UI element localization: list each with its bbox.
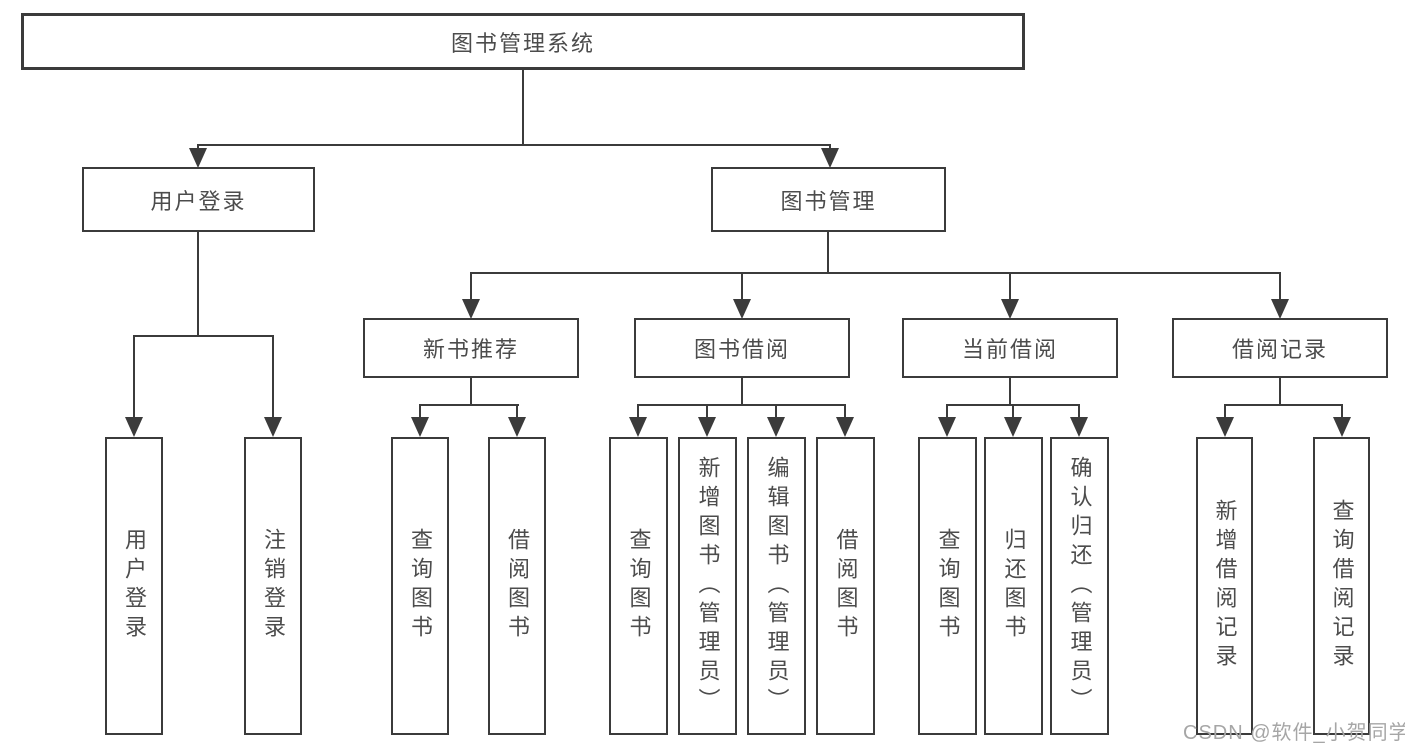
connector-line — [133, 335, 274, 337]
leaf-label: 查询图书 — [626, 528, 652, 644]
connector-line — [419, 404, 519, 406]
node-library-system: 图书管理系统 — [21, 13, 1025, 70]
arrowhead-down-icon — [508, 417, 526, 437]
connector-line — [133, 335, 135, 421]
arrowhead-down-icon — [125, 417, 143, 437]
leaf-add-borrow-record: 新增借阅记录 — [1196, 437, 1253, 735]
connector-line — [775, 404, 777, 422]
connector-line — [197, 144, 831, 146]
leaf-query-books-current: 查询图书 — [918, 437, 977, 735]
connector-line — [1279, 272, 1281, 300]
leaf-label: 借阅图书 — [505, 528, 530, 644]
connector-line — [516, 404, 518, 422]
leaf-label: 用户登录 — [122, 528, 147, 644]
arrowhead-down-icon — [1001, 299, 1019, 319]
connector-line — [470, 272, 1281, 274]
arrowhead-down-icon — [733, 299, 751, 319]
node-borrow-records: 借阅记录 — [1172, 318, 1388, 378]
connector-line — [741, 378, 743, 406]
arrowhead-down-icon — [698, 417, 716, 437]
connector-line — [419, 404, 421, 422]
leaf-label: 查询图书 — [935, 528, 961, 644]
leaf-borrow-books: 借阅图书 — [816, 437, 875, 735]
connector-line — [1078, 404, 1080, 422]
leaf-borrow-books-recommend: 借阅图书 — [488, 437, 546, 735]
connector-line — [827, 232, 829, 274]
leaf-user-login: 用户登录 — [105, 437, 163, 735]
arrowhead-down-icon — [938, 417, 956, 437]
connector-line — [1012, 404, 1014, 422]
arrowhead-down-icon — [1216, 417, 1234, 437]
arrowhead-down-icon — [1004, 417, 1022, 437]
connector-line — [522, 70, 524, 144]
connector-line — [637, 404, 639, 422]
connector-line — [844, 404, 846, 422]
node-new-book-recommend: 新书推荐 — [363, 318, 579, 378]
connector-line — [470, 272, 472, 300]
arrowhead-down-icon — [821, 148, 839, 168]
arrowhead-down-icon — [189, 148, 207, 168]
arrowhead-down-icon — [629, 417, 647, 437]
connector-line — [272, 335, 274, 421]
arrowhead-down-icon — [767, 417, 785, 437]
connector-line — [1009, 272, 1011, 300]
connector-line — [1341, 404, 1343, 422]
connector-line — [741, 272, 743, 300]
leaf-label: 查询借阅记录 — [1329, 499, 1355, 673]
node-book-borrow: 图书借阅 — [634, 318, 850, 378]
leaf-label: 注销登录 — [261, 528, 286, 644]
node-book-management: 图书管理 — [711, 167, 946, 232]
leaf-label: 确认归还（管理员） — [1067, 455, 1093, 717]
arrowhead-down-icon — [836, 417, 854, 437]
connector-line — [1009, 378, 1011, 406]
leaf-query-books-borrow: 查询图书 — [609, 437, 668, 735]
connector-line — [1279, 378, 1281, 406]
connector-line — [197, 232, 199, 337]
arrowhead-down-icon — [462, 299, 480, 319]
connector-line — [1224, 404, 1342, 406]
connector-line — [470, 378, 472, 406]
leaf-label: 新增借阅记录 — [1212, 499, 1238, 673]
leaf-label: 新增图书（管理员） — [695, 455, 721, 717]
connector-line — [706, 404, 708, 422]
leaf-label: 借阅图书 — [833, 528, 859, 644]
leaf-query-borrow-record: 查询借阅记录 — [1313, 437, 1370, 735]
node-current-borrow: 当前借阅 — [902, 318, 1118, 378]
arrowhead-down-icon — [1271, 299, 1289, 319]
connector-line — [946, 404, 948, 422]
leaf-label: 归还图书 — [1001, 528, 1027, 644]
connector-line — [1224, 404, 1226, 422]
leaf-logout-login: 注销登录 — [244, 437, 302, 735]
node-user-login: 用户登录 — [82, 167, 315, 232]
leaf-edit-books-admin: 编辑图书（管理员） — [747, 437, 806, 735]
arrowhead-down-icon — [1070, 417, 1088, 437]
leaf-label: 查询图书 — [408, 528, 433, 644]
leaf-add-books-admin: 新增图书（管理员） — [678, 437, 737, 735]
leaf-return-books: 归还图书 — [984, 437, 1043, 735]
leaf-label: 编辑图书（管理员） — [764, 455, 790, 717]
arrowhead-down-icon — [264, 417, 282, 437]
leaf-query-books-recommend: 查询图书 — [391, 437, 449, 735]
arrowhead-down-icon — [411, 417, 429, 437]
connector-line — [637, 404, 846, 406]
leaf-confirm-return-admin: 确认归还（管理员） — [1050, 437, 1109, 735]
csdn-watermark: CSDN @软件_小贺同学 — [1183, 722, 1405, 744]
arrowhead-down-icon — [1333, 417, 1351, 437]
